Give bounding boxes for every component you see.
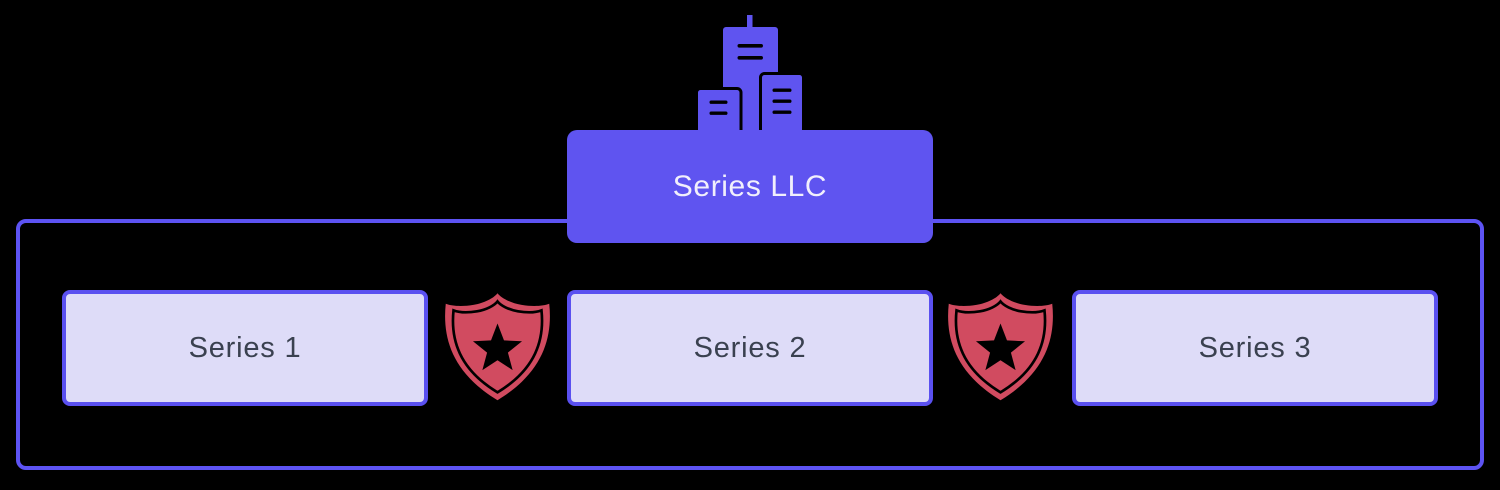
building-window (772, 99, 792, 103)
building-window (709, 111, 728, 115)
series-1-node: Series 1 (62, 290, 428, 406)
shield-star (975, 323, 1026, 371)
shield-inner-outline (451, 299, 544, 394)
series-1-label: Series 1 (188, 331, 302, 364)
building-left (695, 87, 743, 130)
shield-star (472, 323, 523, 371)
building-window (737, 44, 763, 48)
series-3-label: Series 3 (1198, 331, 1312, 364)
series-3-node: Series 3 (1072, 290, 1438, 406)
series-2-node: Series 2 (567, 290, 933, 406)
building-window (737, 56, 763, 60)
building-window (772, 88, 792, 92)
building-window (772, 110, 792, 114)
shield-star-icon (948, 293, 1053, 401)
shield-inner-outline (954, 299, 1047, 394)
buildings-icon (695, 15, 805, 130)
building-antenna (747, 15, 753, 33)
building-window (709, 100, 728, 104)
series-llc-node: Series LLC (567, 130, 933, 243)
series-2-label: Series 2 (693, 331, 807, 364)
shield-star-icon (445, 293, 550, 401)
series-llc-label: Series LLC (672, 169, 828, 203)
